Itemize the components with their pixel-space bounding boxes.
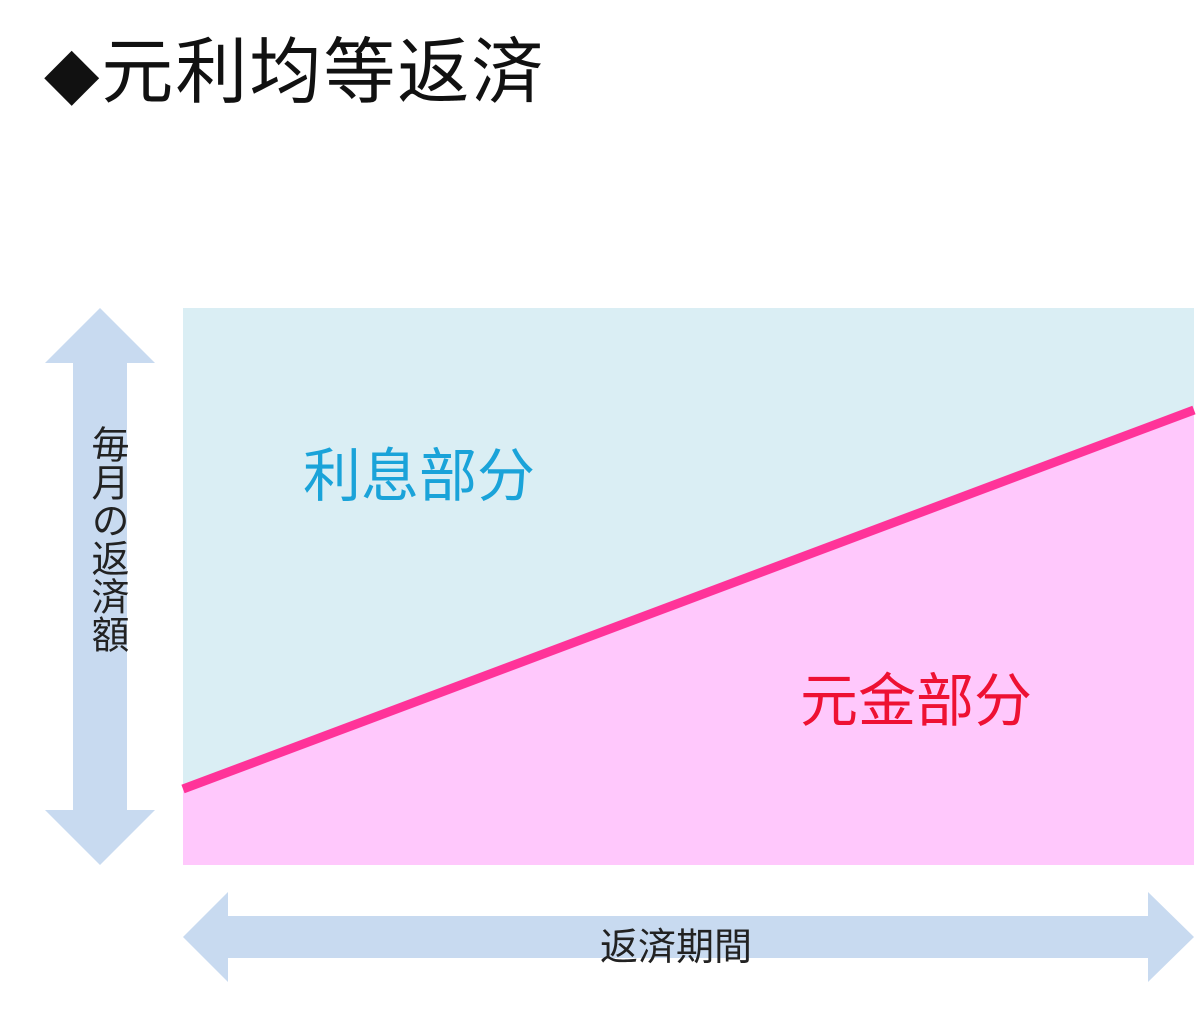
principal-area: [183, 410, 1194, 865]
vertical-double-arrow: [45, 308, 155, 865]
page-title: ◆元利均等返済: [44, 30, 546, 114]
boundary-line: [181, 405, 1196, 794]
y-axis-label: 毎月の返済額: [85, 425, 129, 653]
x-axis-label: 返済期間: [600, 925, 753, 969]
horizontal-double-arrow: [183, 892, 1194, 982]
principal-label: 元金部分: [800, 667, 1033, 735]
interest-label: 利息部分: [303, 442, 536, 510]
